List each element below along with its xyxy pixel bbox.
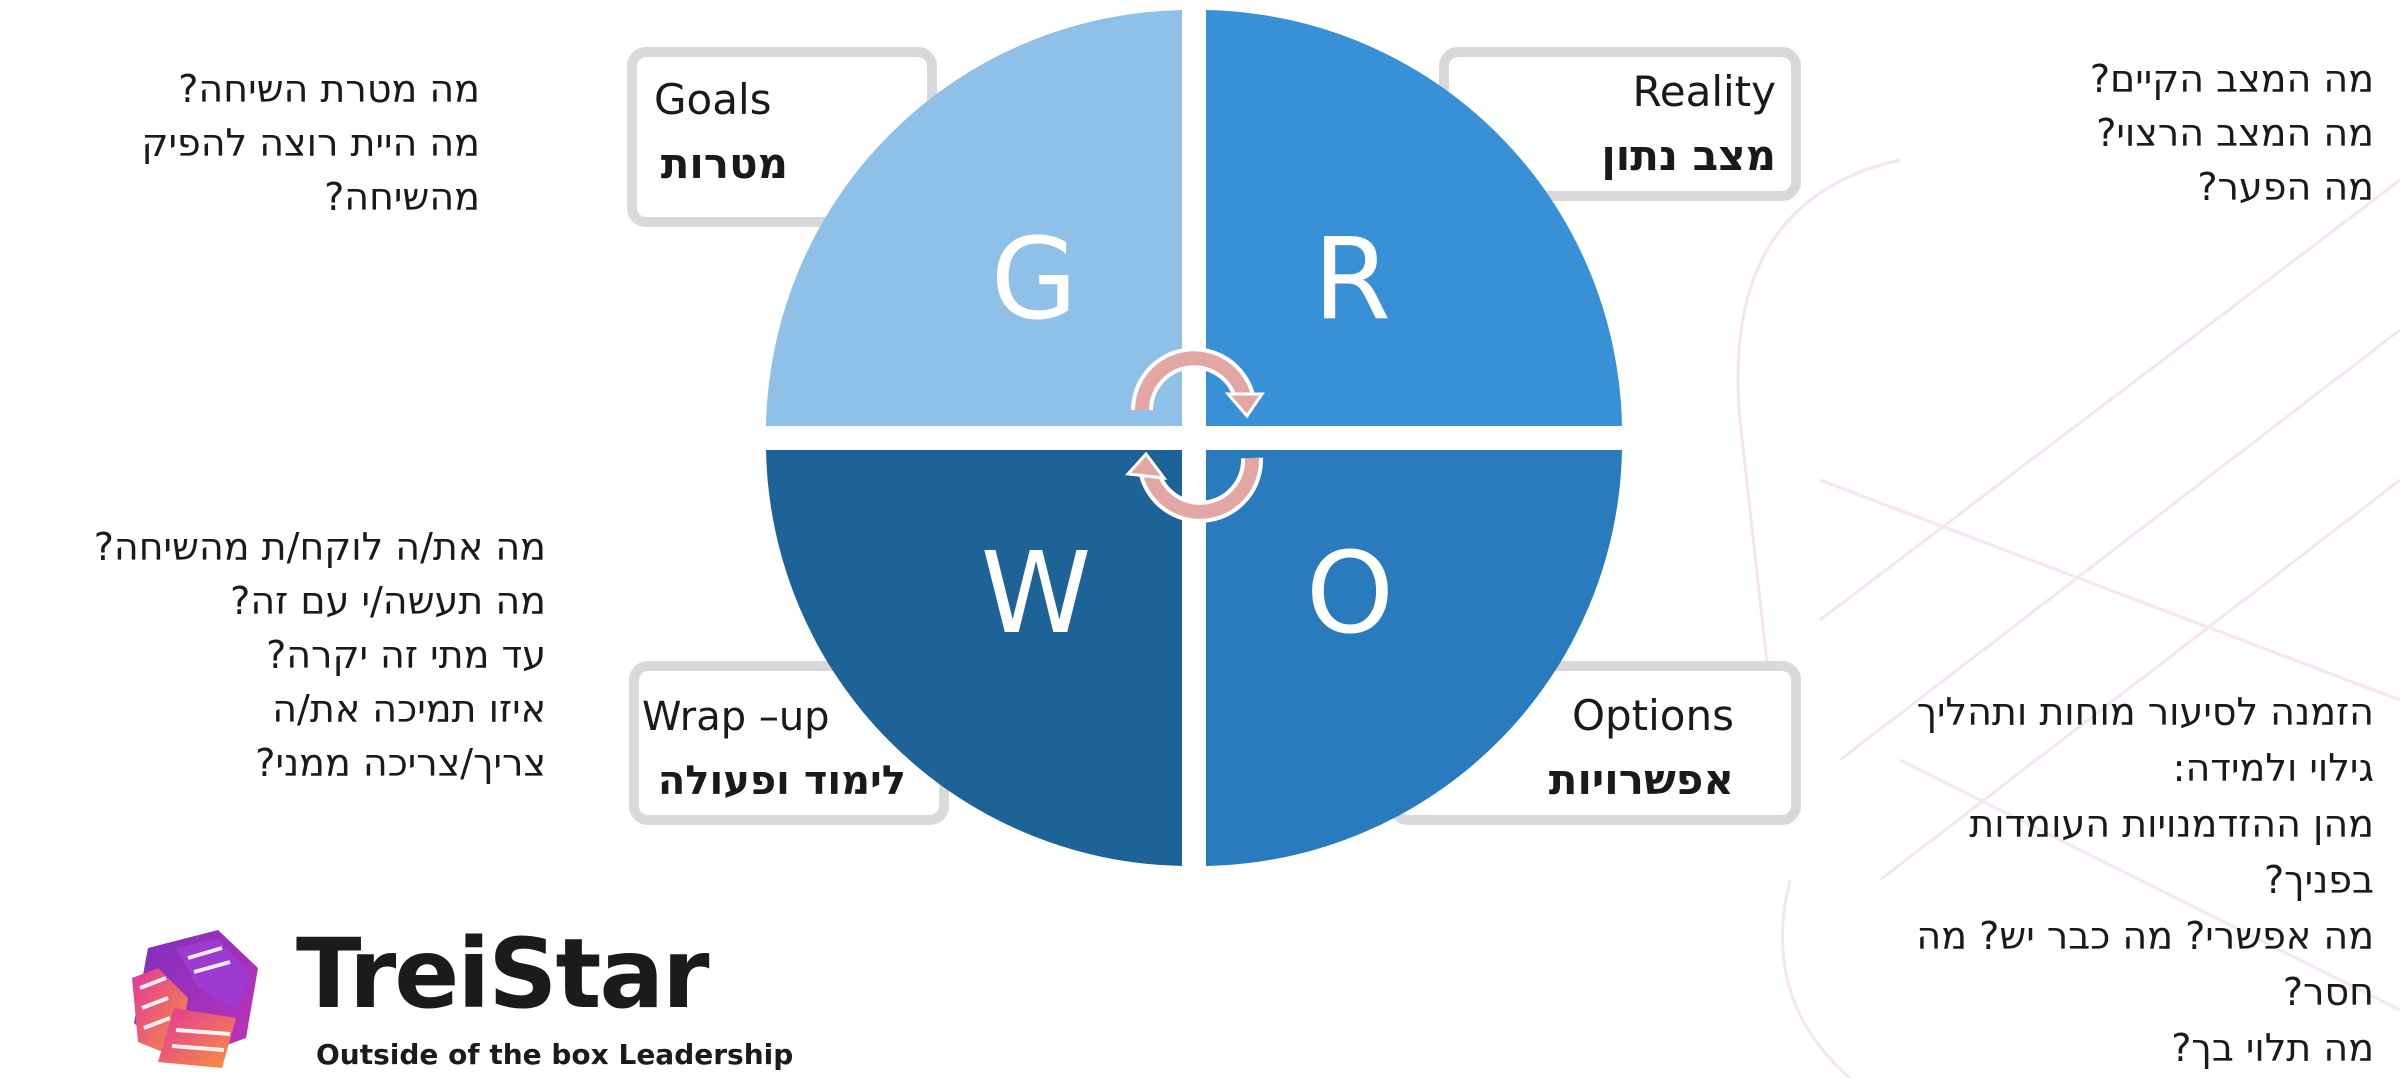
reality-question-line: מה המצב הקיים?	[2089, 57, 2374, 101]
wrapup-question-line: צריך/צריכה ממני?	[255, 741, 546, 785]
options-label-he: אפשרויות	[1549, 755, 1734, 804]
reality-quadrant	[1206, 10, 1622, 426]
options-question-line: מה אפשרי? מה כבר יש? מה	[1916, 914, 2374, 958]
goals-questions: מה מטרת השיחה? מה היית רוצה להפיק מהשיחה…	[40, 62, 480, 224]
reality-questions: מה המצב הקיים? מה המצב הרצוי? מה הפער?	[1880, 52, 2374, 214]
options-question-line: בפניך?	[2264, 858, 2374, 902]
reality-question-line: מה הפער?	[2197, 165, 2374, 209]
wrapup-letter: W	[981, 529, 1092, 659]
goals-question-line: מה היית רוצה להפיק	[141, 121, 480, 165]
wrapup-quadrant	[766, 450, 1182, 866]
goals-quadrant	[766, 10, 1182, 426]
goals-question-line: מהשיחה?	[324, 175, 480, 219]
reality-letter: R	[1313, 215, 1391, 345]
brand-tagline: Outside of the box Leadership	[316, 1038, 794, 1071]
goals-label-he: מטרות	[661, 139, 788, 188]
cycle-arrows-icon	[1124, 347, 1265, 523]
wrapup-question-line: מה תעשה/י עם זה?	[230, 579, 546, 623]
options-question-line: חסר?	[2282, 970, 2374, 1014]
options-questions: הזמנה לסיעור מוחות ותהליך גילוי ולמידה: …	[1830, 684, 2374, 1076]
options-question-line: הזמנה לסיעור מוחות ותהליך	[1916, 690, 2374, 734]
wrapup-question-line: איזו תמיכה את/ה	[272, 687, 546, 731]
options-question-line: מהן ההזדמנויות העומדות	[1969, 802, 2374, 846]
reality-label-en: Reality	[1632, 67, 1776, 116]
wrapup-question-line: עד מתי זה יקרה?	[266, 633, 546, 677]
treistar-logo-mark-icon	[132, 930, 258, 1068]
options-letter: O	[1306, 529, 1394, 659]
brand-name: TreiStar	[296, 918, 709, 1030]
options-question-line: גילוי ולמידה:	[2172, 746, 2374, 790]
wrapup-questions: מה את/ה לוקח/ת מהשיחה? מה תעשה/י עם זה? …	[10, 520, 546, 790]
treistar-logo: TreiStar Outside of the box Leadership	[118, 918, 818, 1078]
options-question-line: מה תלוי בך?	[2171, 1026, 2374, 1070]
goals-label-en: Goals	[654, 75, 772, 124]
options-quadrant	[1206, 450, 1622, 866]
wrapup-label-en: Wrap –up	[642, 694, 830, 740]
goals-question-line: מה מטרת השיחה?	[178, 67, 480, 111]
options-label-en: Options	[1572, 691, 1734, 740]
reality-label-he: מצב נתון	[1601, 131, 1776, 180]
wrapup-question-line: מה את/ה לוקח/ת מהשיחה?	[93, 525, 546, 569]
wrapup-label-he: לימוד ופעולה	[658, 758, 906, 804]
goals-letter: G	[991, 215, 1078, 345]
reality-question-line: מה המצב הרצוי?	[2096, 111, 2374, 155]
